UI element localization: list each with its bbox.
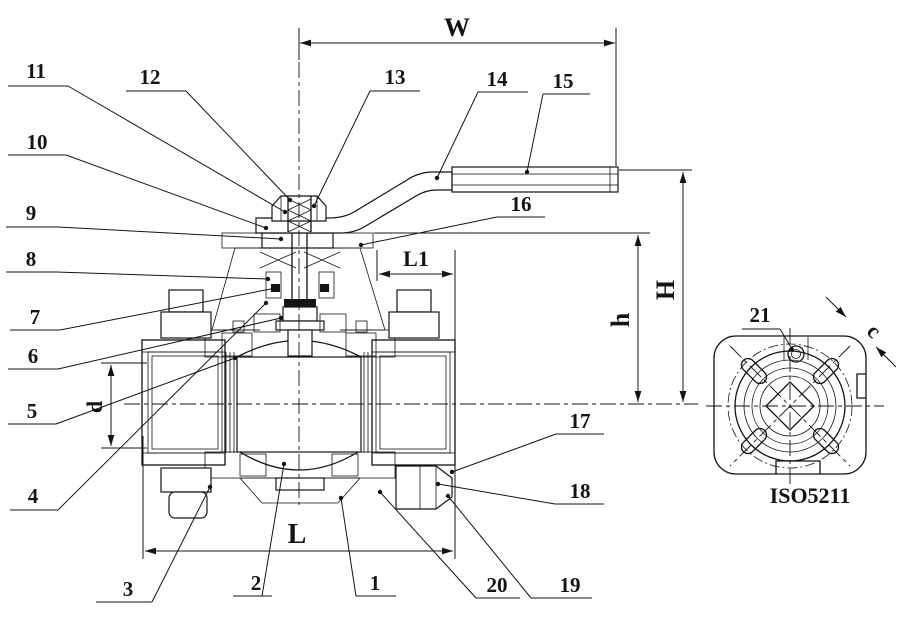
- callout-11: 11: [8, 59, 288, 215]
- svg-text:15: 15: [553, 69, 574, 93]
- callout-6: 6: [8, 315, 284, 370]
- callout-5: 5: [8, 355, 238, 425]
- handle: [255, 166, 619, 234]
- dimension-d: d: [82, 362, 147, 449]
- iso5211-flange-view: c ISO5211: [706, 296, 897, 508]
- svg-text:19: 19: [560, 573, 581, 597]
- stem-square: [765, 381, 815, 431]
- bottom-retainer: [275, 477, 325, 491]
- dimension-L: L: [142, 250, 456, 559]
- flange-right-notch: [856, 373, 866, 399]
- dimension-L1: L1: [376, 246, 453, 281]
- left-end-connector: [141, 339, 235, 466]
- callout-21: 21: [742, 303, 794, 351]
- svg-text:20: 20: [487, 573, 508, 597]
- svg-text:9: 9: [26, 201, 37, 225]
- stem-spring: [287, 198, 312, 233]
- svg-text:6: 6: [28, 344, 39, 368]
- svg-text:13: 13: [385, 65, 406, 89]
- svg-text:17: 17: [570, 409, 591, 433]
- dim-label-h: h: [606, 312, 635, 327]
- dim-label-c: c: [862, 318, 887, 343]
- thread-relief-inner: [151, 355, 219, 450]
- flange-caption: ISO5211: [770, 483, 851, 508]
- bolt-slot-ne: [812, 357, 840, 385]
- dim-label-W: W: [444, 13, 470, 42]
- body-bolts: [160, 289, 453, 519]
- callouts: 1 2 3 4 5 6 7 8 9 10 11 12 13 14 15 16 1…: [6, 59, 794, 603]
- dim-label-L1: L1: [403, 246, 429, 271]
- valve-cross-section: [124, 62, 698, 519]
- svg-text:2: 2: [251, 571, 262, 595]
- oring-right: [355, 320, 368, 333]
- svg-text:1: 1: [370, 571, 381, 595]
- callout-20: 20: [377, 489, 520, 599]
- callout-1: 1: [338, 495, 396, 597]
- svg-text:16: 16: [511, 192, 532, 216]
- set-screw: [787, 345, 805, 363]
- union-nut-bottom-right: [395, 465, 453, 510]
- bolt-slot-se: [812, 427, 840, 455]
- svg-text:14: 14: [487, 67, 509, 91]
- callout-12: 12: [126, 65, 293, 203]
- callout-2: 2: [233, 461, 287, 597]
- svg-text:18: 18: [570, 479, 591, 503]
- dimension-W: W: [298, 13, 617, 166]
- bolt-slot-sw: [740, 427, 768, 455]
- dim-label-d: d: [82, 401, 107, 413]
- svg-text:21: 21: [750, 303, 771, 327]
- handle-grip: [451, 166, 619, 193]
- callout-16: 16: [358, 192, 545, 248]
- spring-washers: [259, 251, 341, 269]
- callout-15: 15: [524, 69, 590, 175]
- thread-relief-outer: [147, 351, 223, 454]
- callout-13: 13: [311, 65, 420, 209]
- iso5211-mounting-pad: [221, 232, 374, 249]
- stem-tang: [287, 329, 313, 357]
- svg-text:4: 4: [28, 484, 39, 508]
- dim-label-H: H: [651, 280, 680, 300]
- callout-18: 18: [435, 479, 604, 505]
- callout-3: 3: [96, 484, 213, 603]
- seat-bottom-left: [239, 453, 267, 477]
- stem-assembly: [232, 232, 368, 357]
- stem-flange: [275, 320, 325, 331]
- dimension-H: H: [619, 169, 692, 402]
- svg-text:12: 12: [140, 65, 161, 89]
- callout-8: 8: [6, 247, 271, 282]
- svg-text:11: 11: [26, 59, 46, 83]
- callout-7: 7: [10, 285, 279, 331]
- svg-text:8: 8: [26, 247, 37, 271]
- svg-text:3: 3: [123, 577, 134, 601]
- callout-17: 17: [449, 409, 604, 475]
- dimension-c: c: [825, 296, 897, 368]
- callout-19: 19: [445, 493, 592, 599]
- svg-text:5: 5: [27, 399, 38, 423]
- svg-text:7: 7: [30, 305, 41, 329]
- seat-top-left: [221, 332, 253, 357]
- thrust-washer: [284, 299, 316, 307]
- seat-bottom-right: [331, 453, 359, 477]
- packing-right: [318, 271, 335, 299]
- right-end-connector: [363, 339, 456, 466]
- packing-left: [265, 271, 282, 299]
- callout-14: 14: [434, 67, 528, 181]
- callout-4: 4: [10, 300, 269, 511]
- seat-top-right: [345, 332, 377, 357]
- bolt-slot-nw: [740, 357, 768, 385]
- callout-9: 9: [6, 201, 284, 242]
- dim-label-L: L: [288, 519, 307, 550]
- callout-10: 10: [8, 130, 269, 231]
- svg-text:10: 10: [27, 130, 48, 154]
